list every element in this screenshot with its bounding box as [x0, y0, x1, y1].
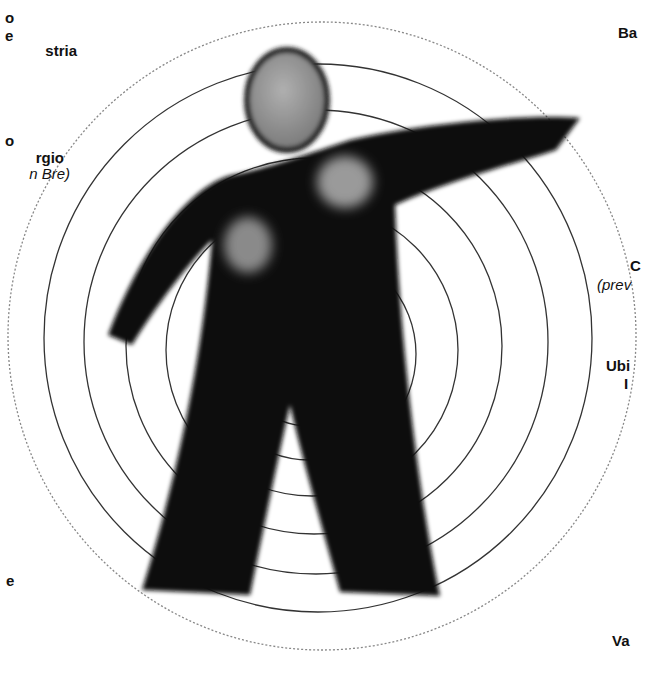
- outer-ring: [8, 22, 636, 650]
- label-fragment: Va: [612, 632, 630, 649]
- label-fragment: e: [5, 27, 13, 44]
- shoulder-highlight: [317, 156, 373, 208]
- target-rings: [8, 22, 636, 650]
- label-fragment: Ubi: [606, 357, 630, 374]
- ring: [44, 64, 592, 612]
- human-figure: [108, 50, 580, 596]
- label-fragment: C: [630, 257, 641, 274]
- label-fragment: Ba: [618, 24, 637, 41]
- figure-head: [247, 50, 327, 150]
- label-fragment: e: [6, 572, 14, 589]
- label-fragment: stria: [45, 42, 77, 59]
- label-fragment: I: [624, 375, 628, 392]
- label-fragment: o: [5, 9, 14, 26]
- figure-body: [108, 117, 580, 596]
- figure-shading: [224, 156, 373, 273]
- label-fragment: o: [5, 132, 14, 149]
- chest-highlight: [224, 217, 272, 273]
- label-fragment: n Bre): [29, 165, 70, 182]
- label-fragment: rgio: [36, 149, 64, 166]
- label-fragment: (prev: [597, 276, 631, 293]
